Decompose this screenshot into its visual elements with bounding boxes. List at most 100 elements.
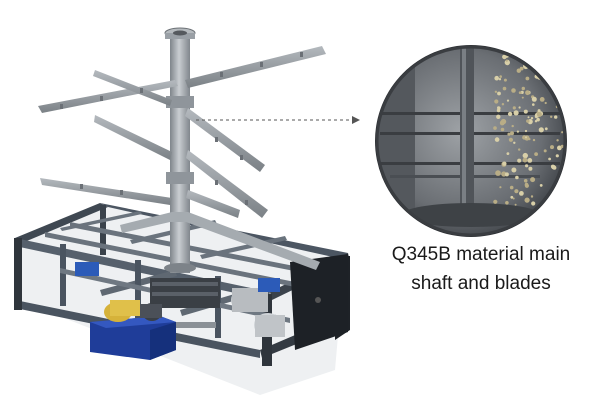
particle [502, 54, 507, 60]
particle [559, 53, 564, 57]
particle [523, 179, 528, 183]
particle [494, 99, 499, 104]
particle [528, 61, 532, 65]
particle [525, 164, 529, 168]
particle [527, 158, 533, 163]
particle [548, 157, 551, 161]
particle [550, 115, 553, 119]
hydraulic-unit [90, 300, 216, 360]
particle [511, 124, 514, 128]
particle [494, 137, 500, 142]
particle [510, 195, 514, 199]
particle [523, 109, 528, 114]
particle [501, 171, 507, 177]
leader-arrowhead [352, 116, 360, 124]
particle [530, 195, 534, 198]
particle [532, 138, 536, 142]
particle [550, 145, 554, 150]
particle [497, 106, 501, 110]
agitator-blades [38, 46, 326, 270]
particle [507, 111, 513, 117]
particle [543, 56, 546, 59]
particle [539, 64, 543, 69]
particle [513, 110, 519, 116]
particle [537, 66, 541, 70]
particle [531, 96, 537, 102]
particle [534, 152, 538, 157]
particle [509, 185, 514, 190]
particle [525, 136, 527, 139]
particle [549, 74, 552, 77]
particle [560, 101, 564, 106]
particle [514, 203, 517, 206]
particle [524, 135, 530, 141]
particle [505, 201, 509, 205]
particle [512, 197, 515, 200]
particle [516, 68, 521, 73]
particle [516, 130, 520, 133]
particle [507, 132, 511, 136]
particle [536, 117, 540, 122]
particle [560, 144, 564, 148]
particle [498, 78, 502, 81]
particle [558, 97, 565, 104]
particle [499, 75, 503, 78]
particle [518, 106, 521, 109]
particle [494, 90, 498, 94]
particle [527, 116, 530, 119]
particle [525, 76, 530, 81]
caption-line-1: Q345B material main [391, 244, 571, 265]
particle [555, 195, 559, 199]
particle [530, 117, 534, 120]
particle [536, 112, 542, 117]
particle [500, 127, 505, 132]
particle [521, 86, 525, 91]
particle [514, 189, 519, 194]
particle [531, 201, 536, 206]
particle [524, 182, 529, 187]
particle [537, 68, 540, 72]
particle [499, 186, 502, 189]
particle [539, 55, 542, 58]
particle [550, 200, 556, 206]
particle [511, 88, 516, 93]
particle [513, 141, 516, 144]
particle [522, 152, 528, 159]
particle [543, 149, 547, 153]
particle [539, 97, 545, 102]
particle [530, 177, 536, 183]
particle [544, 127, 548, 131]
particle [524, 129, 528, 133]
particle [537, 109, 541, 113]
particle [517, 158, 522, 163]
particle [501, 103, 505, 106]
particle [524, 197, 530, 203]
particle [557, 181, 563, 187]
particle [538, 127, 544, 133]
particle [556, 139, 559, 142]
particle [551, 164, 556, 170]
particle [506, 99, 510, 102]
particle [518, 148, 521, 151]
particle [526, 119, 530, 123]
particle [502, 86, 507, 91]
particle [544, 101, 547, 105]
particle [499, 120, 505, 126]
caption-text: Q345B material main shaft and blades [376, 240, 586, 298]
caption-line-2: shaft and blades [411, 273, 551, 294]
particle [493, 126, 497, 130]
particle [554, 115, 558, 119]
particle [505, 59, 508, 62]
particle [528, 166, 533, 171]
particle [557, 145, 562, 151]
particle [555, 154, 559, 158]
particle [496, 114, 501, 120]
particle [506, 152, 510, 156]
particle [515, 175, 519, 180]
particle [518, 91, 522, 94]
particle [502, 161, 507, 166]
particle [539, 184, 543, 187]
particle [522, 157, 528, 163]
particle [551, 80, 555, 84]
